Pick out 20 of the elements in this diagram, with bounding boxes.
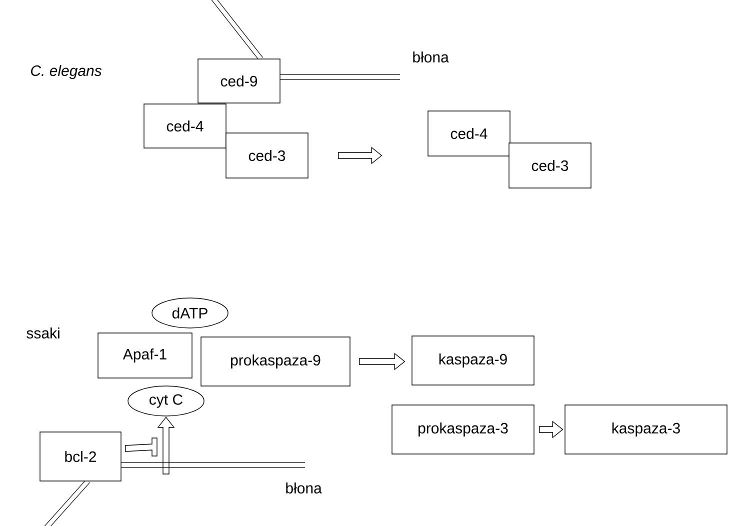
protein-box: ced-3 [508, 142, 592, 188]
protein-box: Apaf-1 [98, 332, 192, 378]
organism-label: ssaki [26, 327, 60, 338]
organism-label: C. elegans [31, 65, 102, 79]
protein-box: prokaspaza-3 [392, 404, 534, 454]
hollow-arrow [338, 146, 382, 164]
membrane-label: błona [413, 51, 449, 62]
protein-box: kaspaza-3 [564, 404, 728, 454]
protein-box: ced-3 [226, 132, 308, 178]
protein-box: ced-4 [144, 104, 226, 148]
inhibition-arrow [125, 438, 158, 456]
protein-box: ced-9 [198, 58, 280, 104]
membrane-label: błona [286, 482, 322, 494]
hollow-arrow [539, 420, 564, 438]
hollow-arrow [359, 352, 406, 370]
protein-box: bcl-2 [40, 432, 122, 482]
protein-box: prokaspaza-9 [200, 336, 350, 386]
protein-box: kaspaza-9 [412, 336, 534, 386]
hollow-arrow [157, 416, 175, 474]
protein-box: ced-4 [428, 110, 510, 156]
